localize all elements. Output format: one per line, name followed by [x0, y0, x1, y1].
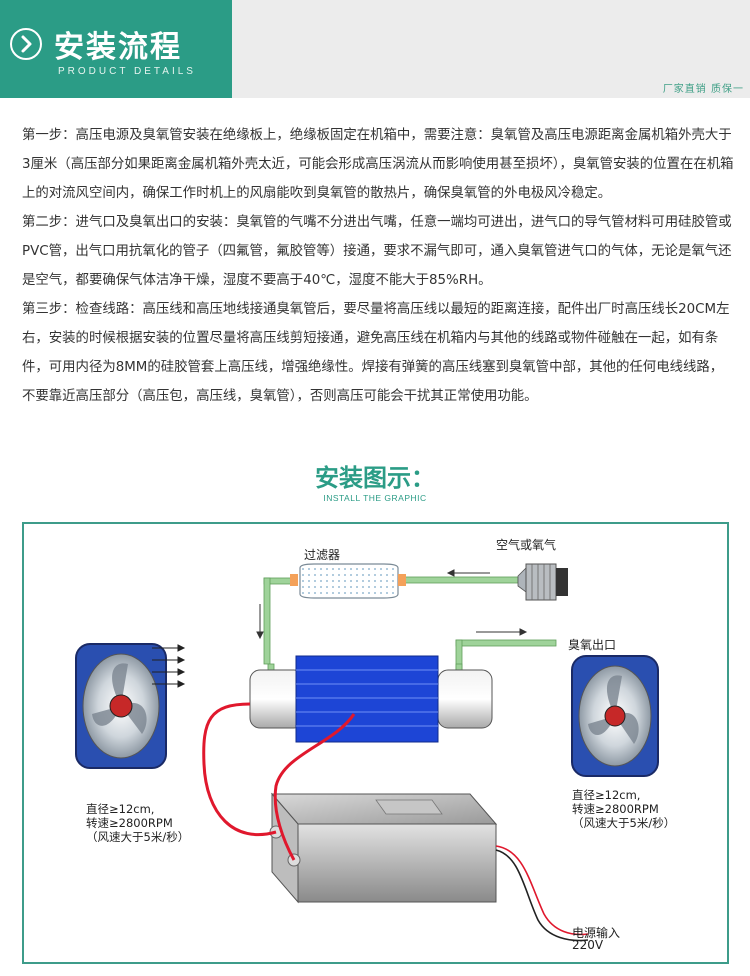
filter-canister [290, 563, 406, 599]
high-voltage-power-box [269, 792, 498, 904]
fan-left-speed: 转速≥2800RPM [86, 816, 173, 830]
fan-right-specs: 直径≥12cm, 转速≥2800RPM （风速大于5米/秒） [572, 788, 675, 830]
fan-right-wind: （风速大于5米/秒） [572, 816, 676, 830]
diagram-drawing [75, 563, 659, 942]
step-one: 第一步：高压电源及臭氧管安装在绝缘板上，绝缘板固定在机箱中，需要注意：臭氧管及高… [22, 128, 734, 201]
page-subtitle: PRODUCT DETAILS [58, 66, 196, 77]
header-title-block: 安装流程 PRODUCT DETAILS [0, 0, 232, 98]
air-inlet-pipe [263, 576, 557, 671]
fan-left-specs: 直径≥12cm, 转速≥2800RPM （风速大于5米/秒） [86, 802, 189, 844]
instruction-text: 第一步：高压电源及臭氧管安装在绝缘板上，绝缘板固定在机箱中，需要注意：臭氧管及高… [22, 121, 734, 411]
fan-right-speed: 转速≥2800RPM [572, 802, 659, 816]
install-heading: 安装图示： [315, 464, 435, 492]
fan-left-diameter: 直径≥12cm, [86, 802, 155, 816]
install-diagram: 过滤器 空气或氧气 臭氧出口 电源输入 220V 直径≥12cm, 转速≥280… [22, 522, 729, 964]
fan-right-icon [571, 655, 659, 777]
air-source-connector [517, 563, 568, 601]
power-input-label: 电源输入 [572, 926, 621, 940]
ozone-outlet-label: 臭氧出口 [568, 638, 617, 652]
voltage-label: 220V [572, 938, 604, 952]
header-tagline: 厂家直销 质保一 [662, 84, 744, 95]
fan-left-wind: （风速大于5米/秒） [86, 830, 190, 844]
fan-left-icon [75, 643, 186, 769]
step-three: 第三步：检查线路：高压线和高压地线接通臭氧管后，要尽量将高压线以最短的距离连接，… [22, 302, 730, 404]
header-banner: 安装流程 PRODUCT DETAILS 厂家直销 质保一 [0, 0, 750, 98]
step-two: 第二步：进气口及臭氧出口的安装：臭氧管的气嘴不分进出气嘴，任意一端均可进出，进气… [22, 215, 732, 288]
high-voltage-wires [202, 702, 356, 861]
air-source-label: 空气或氧气 [496, 538, 557, 552]
install-subheading: INSTALL THE GRAPHIC [323, 493, 427, 503]
chevron-right-circle-icon [10, 28, 42, 60]
filter-label: 过滤器 [304, 548, 341, 562]
page-title: 安装流程 [54, 30, 182, 65]
fan-right-diameter: 直径≥12cm, [572, 788, 641, 802]
power-input-wires [495, 845, 589, 942]
ozone-tube [249, 655, 493, 743]
flow-arrows [256, 569, 528, 640]
